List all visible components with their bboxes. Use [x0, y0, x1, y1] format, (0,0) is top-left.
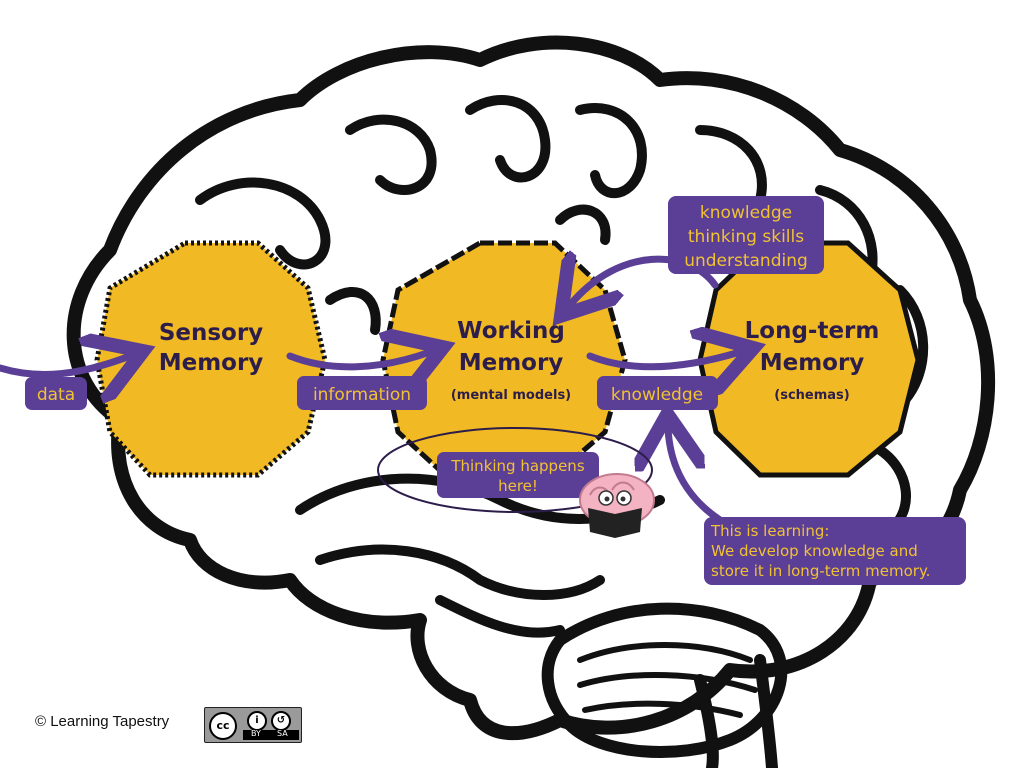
thinking-note-line2: here!: [498, 477, 538, 495]
knowledge-label-bg: [597, 376, 718, 410]
license-by-text: BY: [251, 729, 261, 738]
thinking-note-bg: [437, 452, 599, 498]
information-label: information: [313, 385, 411, 405]
data-label-bg: [25, 377, 87, 410]
working-memory-subtitle: (mental models): [451, 388, 571, 403]
knowledge-arrow: [586, 352, 740, 367]
learning-note-line1: This is learning:: [710, 522, 829, 540]
information-label-bg: [297, 376, 427, 410]
retrieval-label-line1: knowledge: [700, 203, 792, 223]
thinking-note-line1: Thinking happens: [450, 457, 584, 475]
data-label: data: [37, 385, 75, 405]
license-strip: BY SA: [243, 729, 299, 740]
credit-text: © Learning Tapestry: [35, 713, 170, 730]
long-term-memory-title-line1: Long-term: [745, 318, 880, 344]
retrieval-label-bg: [668, 196, 824, 274]
retrieval-label-line2: thinking skills: [688, 227, 804, 247]
learning-note-line3: store it in long-term memory.: [711, 562, 930, 580]
working-memory-title-line2: Memory: [459, 350, 564, 376]
sensory-memory-title-line1: Sensory: [159, 320, 263, 346]
learning-note-line2: We develop knowledge and: [711, 542, 918, 560]
sensory-memory-title-line2: Memory: [159, 350, 264, 376]
learning-arrow: [668, 428, 724, 524]
learning-note-bg: [704, 517, 966, 585]
information-arrow: [286, 352, 430, 367]
data-arrow: [0, 356, 130, 374]
long-term-memory-title-line2: Memory: [760, 350, 865, 376]
license-sa-text: SA: [277, 729, 288, 738]
reading-brain-character-icon: [579, 473, 655, 538]
attribution-icon: i: [247, 711, 267, 731]
share-alike-icon: ↺: [271, 711, 291, 731]
knowledge-label: knowledge: [611, 385, 703, 405]
working-memory-title-line1: Working: [457, 318, 565, 344]
long-term-memory-subtitle: (schemas): [774, 388, 849, 403]
retrieval-label-line3: understanding: [684, 251, 808, 271]
cc-by-sa-license-icon: cc i ↺ BY SA: [204, 707, 302, 743]
thinking-area-ellipse: [377, 427, 653, 513]
cc-logo: cc: [209, 712, 237, 740]
